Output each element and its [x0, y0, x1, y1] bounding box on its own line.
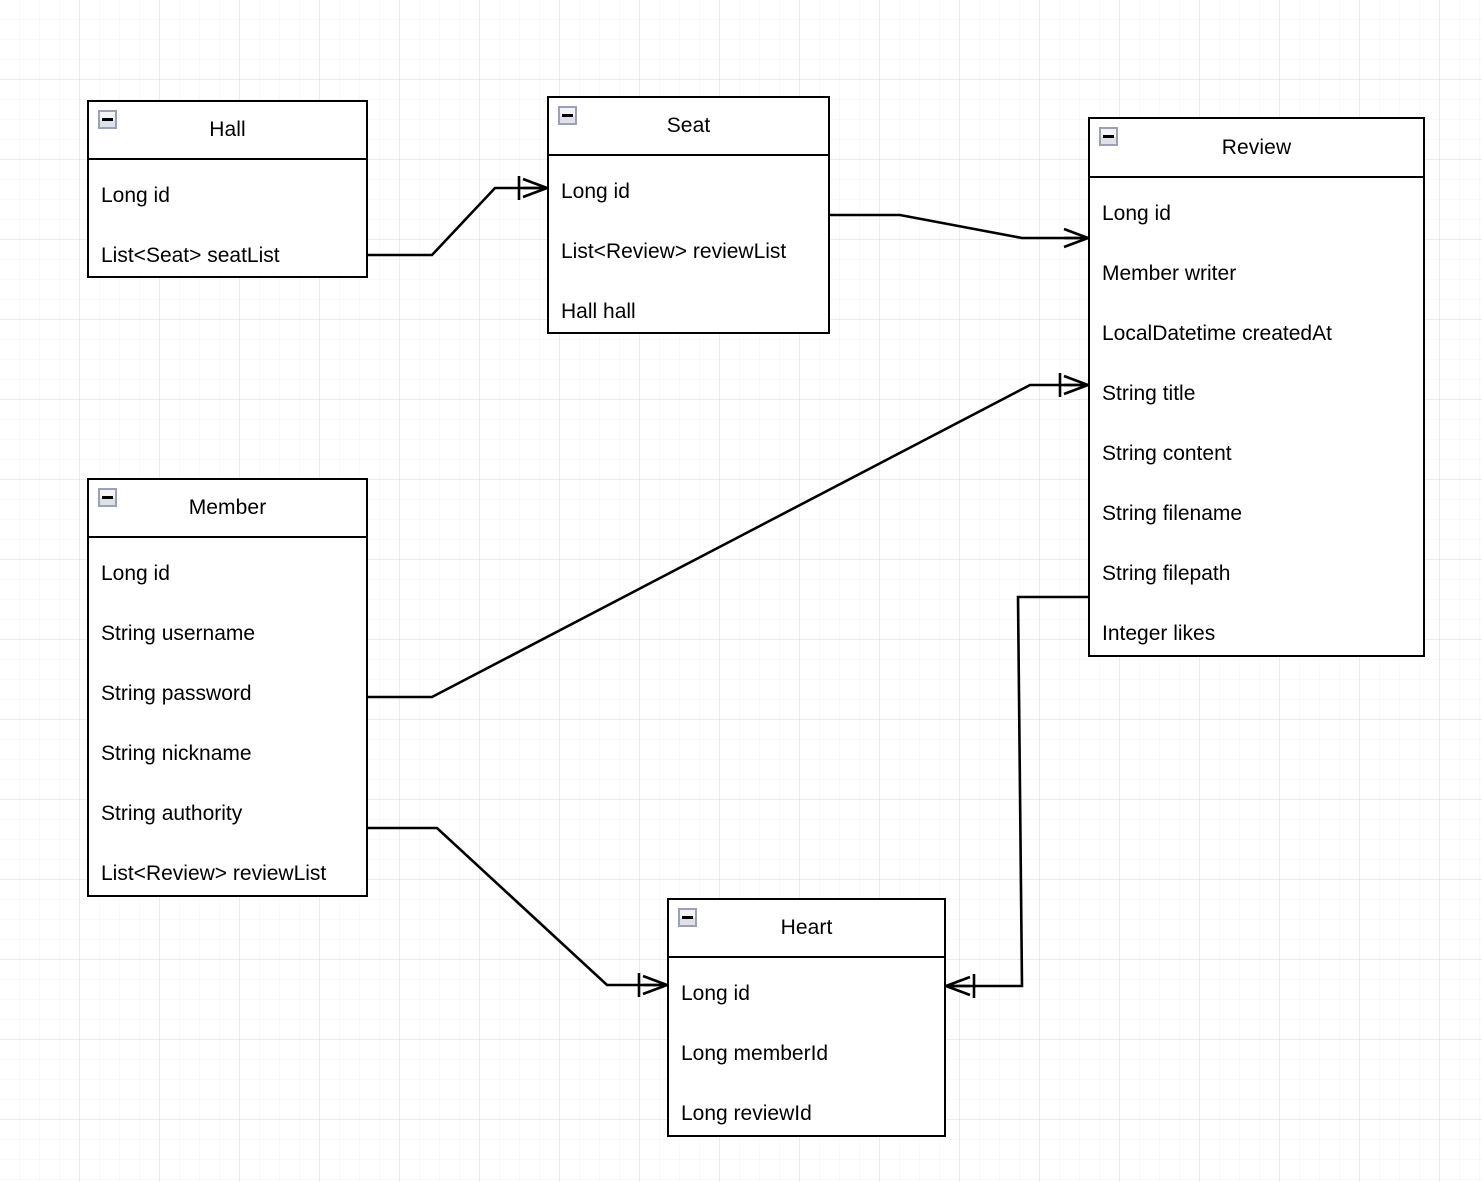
- attribute-row: String content: [1102, 442, 1232, 465]
- relationship-hall-seat[interactable]: [368, 176, 548, 257]
- entity-hall[interactable]: Hall Long id List<Seat> seatList: [87, 100, 368, 278]
- collapse-minus-icon[interactable]: [98, 110, 117, 129]
- attribute-row: Hall hall: [561, 300, 636, 323]
- attribute-row: Integer likes: [1102, 622, 1216, 645]
- attribute-list: Long id String username String password …: [89, 538, 366, 904]
- crowsfoot-marker: [642, 974, 668, 996]
- attribute-row: String authority: [101, 802, 243, 825]
- entity-title: Seat: [666, 114, 711, 137]
- relationship-line: [946, 595, 1088, 988]
- crowsfoot-marker: [945, 975, 971, 997]
- entity-title: Review: [1221, 135, 1292, 159]
- entity-header: Hall: [89, 102, 366, 160]
- relationship-line: [368, 186, 547, 257]
- attribute-row: Long id: [101, 562, 170, 585]
- entity-seat[interactable]: Seat Long id List<Review> reviewList Hal…: [547, 96, 830, 334]
- collapse-minus-icon[interactable]: [98, 488, 117, 507]
- entity-header: Seat: [549, 98, 828, 156]
- entity-heart[interactable]: Heart Long id Long memberId Long reviewI…: [667, 898, 946, 1137]
- attribute-row: String password: [101, 682, 252, 705]
- entity-title: Heart: [780, 916, 833, 939]
- attribute-list: Long id Long memberId Long reviewId: [669, 958, 944, 1144]
- attribute-row: Long memberId: [681, 1042, 829, 1065]
- attribute-row: List<Seat> seatList: [101, 244, 280, 267]
- attribute-row: String filepath: [1102, 562, 1231, 585]
- attribute-row: Long id: [681, 982, 750, 1005]
- attribute-row: String username: [101, 622, 256, 645]
- entity-member[interactable]: Member Long id String username String pa…: [87, 478, 368, 897]
- entity-header: Member: [89, 480, 366, 538]
- attribute-row: List<Review> reviewList: [101, 862, 327, 885]
- minus-glyph: [102, 118, 113, 121]
- entity-title: Hall: [209, 118, 246, 141]
- entity-title: Member: [188, 496, 267, 519]
- attribute-row: Long reviewId: [681, 1102, 812, 1125]
- collapse-minus-icon[interactable]: [678, 908, 697, 927]
- crowsfoot-marker: [522, 177, 548, 199]
- attribute-row: Member writer: [1102, 262, 1237, 285]
- attribute-row: Long id: [561, 180, 630, 203]
- relationship-line: [830, 213, 1088, 240]
- crowsfoot-marker: [1063, 374, 1089, 396]
- entity-header: Heart: [669, 900, 944, 958]
- attribute-row: LocalDatetime createdAt: [1102, 322, 1332, 345]
- entity-review[interactable]: Review Long id Member writer LocalDateti…: [1088, 117, 1425, 657]
- crowsfoot-marker: [1063, 227, 1089, 249]
- attribute-row: List<Review> reviewList: [561, 240, 787, 263]
- attribute-list: Long id Member writer LocalDatetime crea…: [1090, 178, 1423, 664]
- collapse-minus-icon[interactable]: [1099, 127, 1118, 146]
- relationship-line: [368, 383, 1088, 699]
- attribute-row: String title: [1102, 382, 1196, 405]
- relationship-review-heart[interactable]: [945, 595, 1088, 998]
- attribute-row: Long id: [101, 184, 170, 207]
- minus-glyph: [682, 916, 693, 919]
- relationship-seat-review[interactable]: [830, 213, 1089, 249]
- minus-glyph: [102, 496, 113, 499]
- attribute-row: String nickname: [101, 742, 252, 765]
- entity-header: Review: [1090, 119, 1423, 178]
- minus-glyph: [1103, 135, 1114, 138]
- relationship-line: [368, 826, 667, 987]
- relationship-member-review[interactable]: [368, 373, 1089, 699]
- attribute-list: Long id List<Review> reviewList Hall hal…: [549, 156, 828, 342]
- attribute-list: Long id List<Seat> seatList: [89, 160, 366, 286]
- attribute-row: Long id: [1102, 202, 1171, 225]
- attribute-row: String filename: [1102, 502, 1243, 525]
- collapse-minus-icon[interactable]: [558, 106, 577, 125]
- relationship-member-heart[interactable]: [368, 826, 668, 997]
- minus-glyph: [562, 114, 573, 117]
